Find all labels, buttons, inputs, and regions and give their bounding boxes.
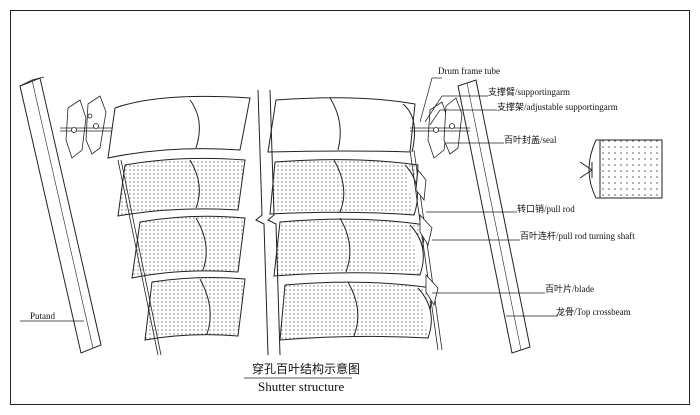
blade-row-top <box>107 95 416 159</box>
label-drum-frame-tube: Drum frame tube <box>438 66 500 76</box>
label-pull-rod-turning-shaft: 百叶连杆/pull rod turning shaft <box>520 230 635 241</box>
diagram-title-cn: 穿孔百叶结构示意图 <box>252 361 360 376</box>
drawing-border <box>10 10 690 405</box>
label-putand: Putand <box>30 311 56 321</box>
label-pull-rod: 转口销/pull rod <box>517 203 575 214</box>
right-post <box>457 79 531 354</box>
diagram-title-en: Shutter structure <box>258 379 345 394</box>
leader-lines <box>20 77 558 379</box>
break-lines <box>255 89 281 356</box>
right-supporting-arm <box>410 97 470 159</box>
seal-detail <box>579 139 663 199</box>
left-post <box>19 76 102 354</box>
blade-row-2 <box>117 157 419 217</box>
right-pull-rod <box>409 149 443 351</box>
label-blade: 百叶片/blade <box>545 283 594 294</box>
label-supporting-arm: 支撑臂/supportingarm <box>488 86 570 97</box>
label-top-crossbeam: 龙骨/Top crossbeam <box>556 306 631 317</box>
left-supporting-arm <box>60 95 112 159</box>
label-adjustable-supporting-arm: 支撑架/adjustable supportingarm <box>497 101 618 112</box>
left-pull-rod <box>117 159 162 356</box>
label-seal: 百叶封盖/seal <box>504 134 557 145</box>
blade-row-3 <box>131 215 426 279</box>
blade-row-4 <box>144 277 433 341</box>
